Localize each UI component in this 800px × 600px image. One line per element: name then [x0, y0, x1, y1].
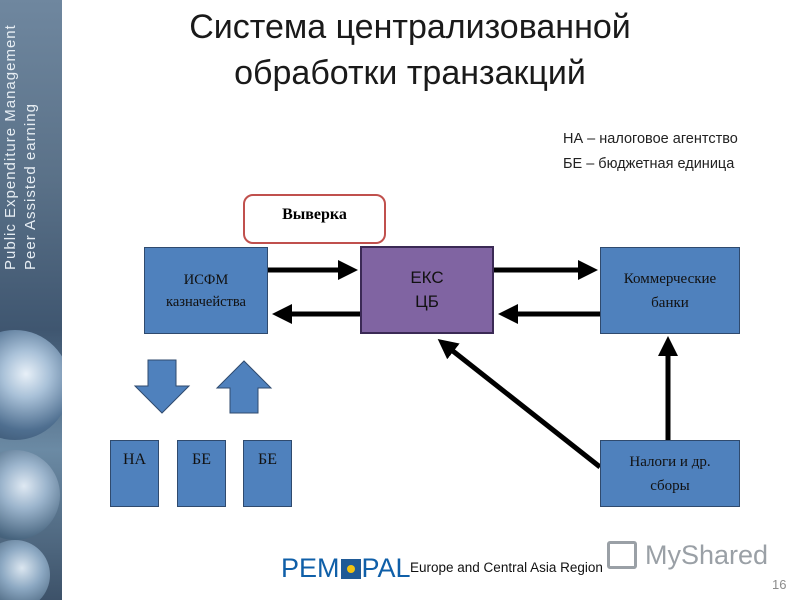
- budget-unit-box-1: БЕ: [177, 440, 226, 507]
- slide-title: Система централизованной обработки транз…: [189, 8, 631, 92]
- legend-na: НА – налоговое агентство: [563, 131, 738, 147]
- commercial-banks-box: Коммерческие банки: [600, 247, 740, 334]
- taxes-fees-box: Налоги и др. сборы: [600, 440, 740, 507]
- taxes-line1: Налоги и др.: [629, 453, 711, 470]
- region-caption: Europe and Central Asia Region: [410, 560, 603, 575]
- isfm-treasury-box: ИСФМ казначейства: [144, 247, 268, 334]
- myshared-logo-icon: [607, 541, 637, 569]
- eks-line1: ЕКС: [410, 268, 444, 287]
- reconciliation-box: Выверка: [243, 194, 386, 244]
- isfm-line1: ИСФМ: [183, 271, 229, 288]
- taxes-line2: сборы: [650, 477, 690, 494]
- down-arrow-icon: [133, 359, 191, 414]
- page-number: 16: [772, 577, 787, 592]
- up-arrow-icon: [215, 360, 273, 414]
- legend: НА – налоговое агентство БЕ – бюджетная …: [563, 127, 738, 177]
- budget-unit-box-2: БЕ: [243, 440, 292, 507]
- banks-line1: Коммерческие: [623, 270, 717, 287]
- eks-cb-box: ЕКС ЦБ: [360, 246, 494, 334]
- myshared-watermark: MyShared: [645, 540, 769, 570]
- globe-image: [0, 330, 62, 440]
- logo-mark-icon: [340, 559, 361, 579]
- banks-line2: банки: [651, 294, 689, 311]
- arrow-taxes-to-eks: [437, 339, 602, 469]
- eks-line2: ЦБ: [415, 292, 439, 311]
- tax-agency-box: НА: [110, 440, 159, 507]
- legend-be: БЕ – бюджетная единица: [563, 156, 735, 172]
- sidebar-banner: Public Expenditure Management Peer Assis…: [0, 0, 62, 600]
- isfm-line2: казначейства: [166, 293, 246, 310]
